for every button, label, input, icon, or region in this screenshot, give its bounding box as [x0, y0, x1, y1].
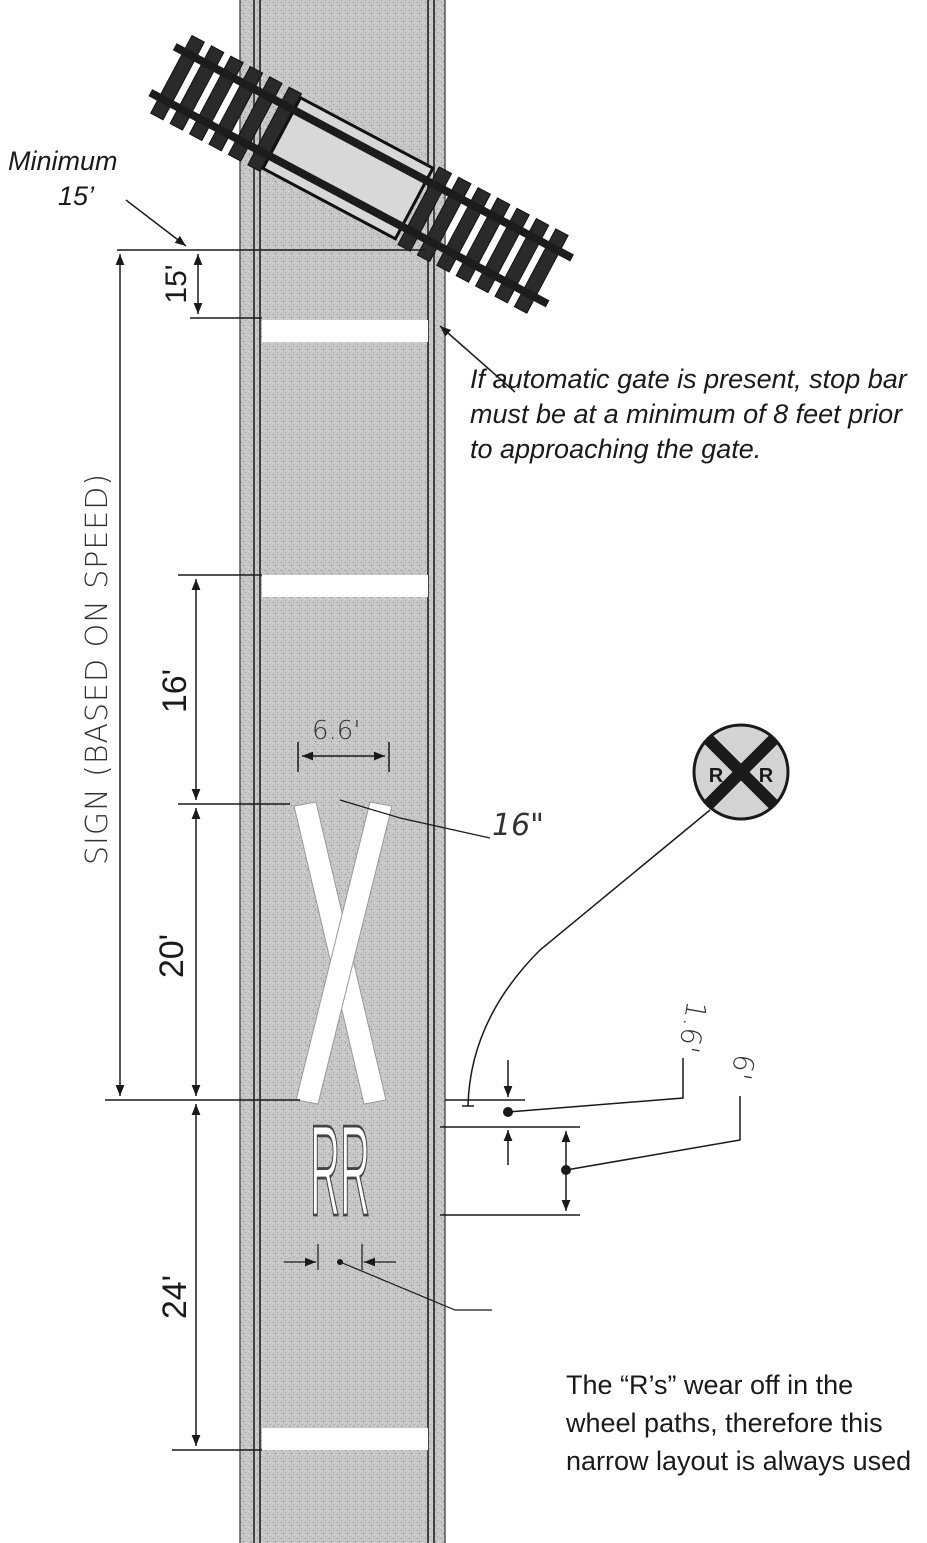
stop-bar-lower	[262, 575, 428, 597]
dim-16in-label: 16"	[492, 808, 544, 843]
pavement-rr-letters: RR	[310, 1099, 370, 1243]
stop-bar-upper	[262, 320, 428, 342]
sign-letter-right: R	[759, 765, 774, 787]
minimum-value-label: 15’	[58, 181, 95, 211]
transverse-line-bottom	[262, 1428, 428, 1450]
dimension-right	[440, 1058, 741, 1216]
railroad-track-icon	[148, 34, 574, 314]
minimum-label: Minimum	[8, 146, 118, 176]
dim-16-label: 16'	[156, 668, 194, 714]
wear-note: The “R’s” wear off in the wheel paths, t…	[566, 1370, 912, 1476]
dim-dot-6	[561, 1165, 571, 1175]
dim-24-label: 24'	[156, 1274, 194, 1320]
dimension-6-6	[297, 742, 390, 772]
dimension-chain-left	[105, 249, 426, 1451]
dim-6-label: 6'	[724, 1051, 761, 1083]
dim-20-label: 20'	[153, 933, 191, 979]
dim-dot-1-6	[503, 1107, 513, 1117]
dim-6-6-label: 6.6'	[312, 716, 361, 746]
minimum-leader	[125, 199, 187, 247]
gate-note-leader	[439, 325, 516, 393]
sign-dimension-label: SIGN (BASED ON SPEED)	[80, 472, 115, 865]
gate-note: If automatic gate is present, stop bar m…	[470, 364, 907, 464]
dim-15-label: 15'	[160, 264, 193, 304]
sign-letter-left: R	[709, 765, 724, 787]
dimension-rr-spacing	[284, 1244, 492, 1311]
sign-leader	[467, 809, 711, 1107]
road-pavement	[240, 0, 445, 1543]
railroad-crossing-sign-icon	[692, 723, 790, 821]
crossbuck-stroke-2	[295, 801, 393, 1105]
dim-dot-rr	[337, 1259, 343, 1265]
dimension-16in-leader	[339, 799, 491, 839]
